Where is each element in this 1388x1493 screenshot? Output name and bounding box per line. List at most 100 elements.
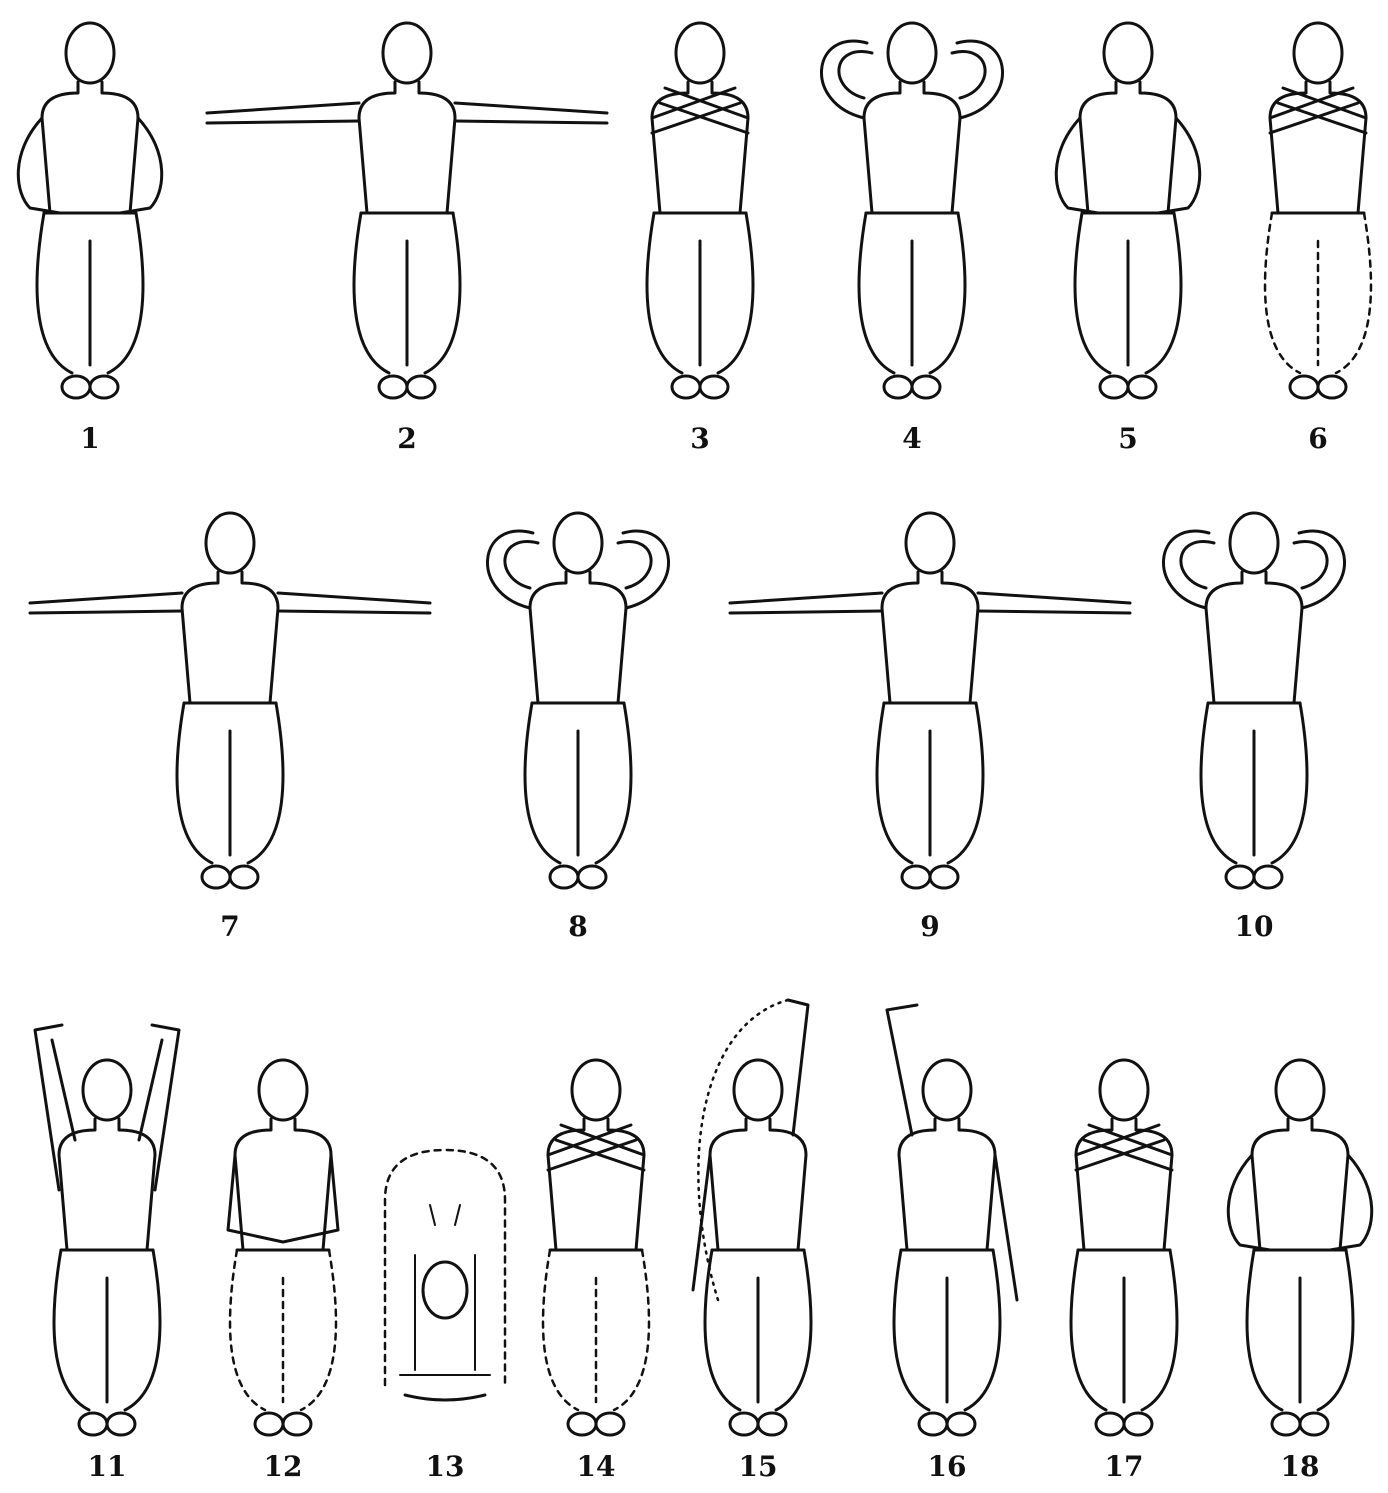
- arms: [400, 1205, 490, 1375]
- left-foot: [919, 1413, 947, 1435]
- arms: [1163, 531, 1344, 608]
- right-foot: [596, 1413, 624, 1435]
- pants: [1247, 1250, 1353, 1410]
- right-foot: [1318, 376, 1346, 398]
- left-foot: [568, 1413, 596, 1435]
- torso: [899, 1119, 995, 1250]
- right-foot: [1254, 866, 1282, 888]
- arms: [1228, 1155, 1371, 1250]
- torso: [42, 82, 138, 213]
- figure-18: [1228, 1060, 1371, 1435]
- left-foot: [1100, 376, 1128, 398]
- figure-label: 12: [264, 1450, 303, 1483]
- right-foot: [1124, 1413, 1152, 1435]
- figure-1: [18, 23, 161, 398]
- pants: [894, 1250, 1000, 1410]
- left-foot: [62, 376, 90, 398]
- head: [423, 1262, 467, 1318]
- left-foot: [202, 866, 230, 888]
- pants: [1201, 703, 1307, 863]
- pants: [647, 213, 753, 373]
- arms: [487, 531, 668, 608]
- head: [1294, 23, 1342, 83]
- arms: [35, 1025, 179, 1190]
- head: [66, 23, 114, 83]
- head: [83, 1060, 131, 1120]
- head: [572, 1060, 620, 1120]
- head: [383, 23, 431, 83]
- figure-16: [887, 1005, 1017, 1435]
- left-foot: [1096, 1413, 1124, 1435]
- bent-body-outline: [385, 1150, 505, 1385]
- figure-6: [1265, 23, 1371, 398]
- figure-label: 15: [739, 1450, 778, 1483]
- arms: [730, 593, 1130, 613]
- head: [734, 1060, 782, 1120]
- left-foot: [255, 1413, 283, 1435]
- arms: [887, 1005, 1017, 1300]
- right-foot: [947, 1413, 975, 1435]
- figure-label: 18: [1281, 1450, 1320, 1483]
- left-foot: [1290, 376, 1318, 398]
- left-foot: [79, 1413, 107, 1435]
- figure-label: 17: [1105, 1450, 1144, 1483]
- figure-15: [693, 1000, 811, 1435]
- head: [554, 513, 602, 573]
- right-foot: [700, 376, 728, 398]
- right-foot: [407, 376, 435, 398]
- head: [206, 513, 254, 573]
- right-foot: [230, 866, 258, 888]
- head: [906, 513, 954, 573]
- figure-label: 3: [690, 422, 709, 455]
- pants: [525, 703, 631, 863]
- figure-label: 8: [568, 910, 587, 943]
- head: [1104, 23, 1152, 83]
- pants: [877, 703, 983, 863]
- head: [676, 23, 724, 83]
- figure-8: [487, 513, 668, 888]
- figure-label: 7: [220, 910, 239, 943]
- arms: [18, 118, 161, 213]
- pants: [1075, 213, 1181, 373]
- torso: [235, 1119, 331, 1250]
- torso: [710, 1119, 806, 1250]
- pants: [230, 1250, 336, 1410]
- figure-label: 11: [88, 1450, 127, 1483]
- right-foot: [578, 866, 606, 888]
- figure-label: 10: [1235, 910, 1274, 943]
- torso: [530, 572, 626, 703]
- figure-9: [730, 513, 1130, 888]
- right-foot: [912, 376, 940, 398]
- right-foot: [1128, 376, 1156, 398]
- head: [1230, 513, 1278, 573]
- figure-12: [228, 1060, 338, 1435]
- left-foot: [379, 376, 407, 398]
- figure-2: [207, 23, 607, 398]
- right-foot: [283, 1413, 311, 1435]
- torso: [864, 82, 960, 213]
- pants: [1071, 1250, 1177, 1410]
- figure-14: [543, 1060, 649, 1435]
- figure-label: 6: [1308, 422, 1327, 455]
- figure-5: [1056, 23, 1199, 398]
- figure-10: [1163, 513, 1344, 888]
- figure-13: [385, 1150, 505, 1400]
- feet: [405, 1395, 485, 1400]
- figure-label: 4: [902, 422, 921, 455]
- torso: [882, 572, 978, 703]
- head: [1276, 1060, 1324, 1120]
- head: [888, 23, 936, 83]
- pants: [859, 213, 965, 373]
- arms: [821, 41, 1002, 118]
- pants: [1265, 213, 1371, 373]
- arms: [207, 103, 607, 123]
- arms: [30, 593, 430, 613]
- left-foot: [884, 376, 912, 398]
- torso: [182, 572, 278, 703]
- figure-11: [35, 1025, 179, 1435]
- head: [923, 1060, 971, 1120]
- figure-label: 16: [928, 1450, 967, 1483]
- figure-label: 14: [577, 1450, 616, 1483]
- figure-label: 1: [80, 422, 99, 455]
